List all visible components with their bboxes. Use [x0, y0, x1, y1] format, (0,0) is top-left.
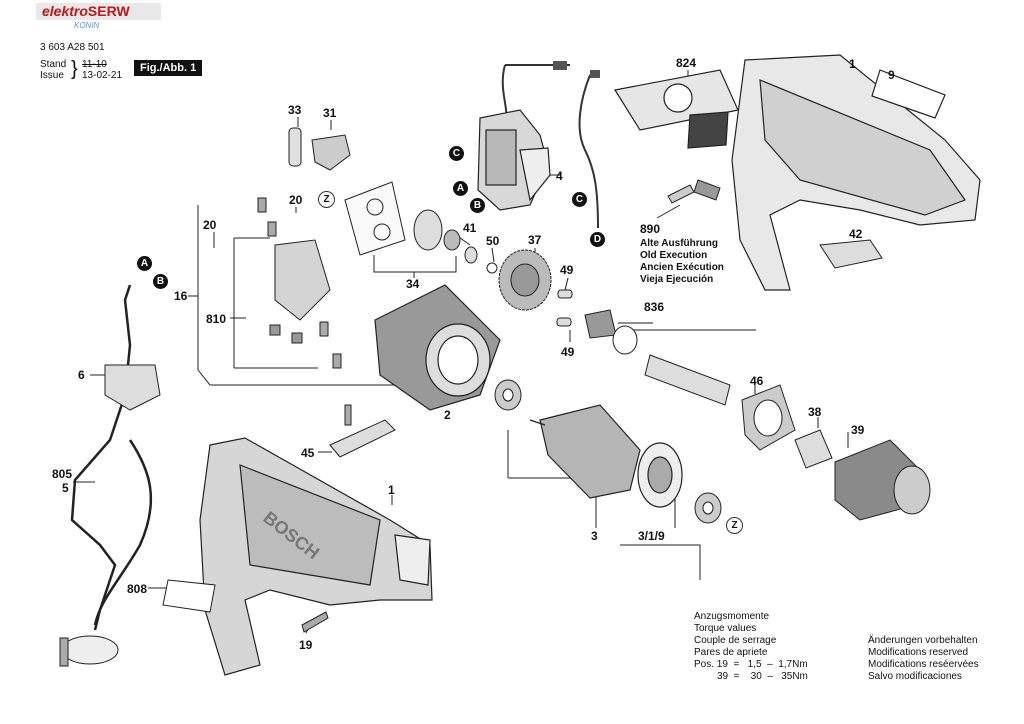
marker-z-upper: Z [318, 191, 335, 208]
callout-37: 37 [528, 233, 542, 247]
callout-824: 824 [676, 56, 697, 70]
callout-9: 9 [888, 68, 895, 82]
stand-label: Stand [40, 59, 67, 70]
marker-b-cable: B [153, 274, 168, 289]
marker-c-upper: C [449, 146, 464, 161]
watermark-brand-part2: SERW [87, 3, 130, 19]
callout-805: 805 [52, 467, 73, 481]
torque-title-fr: Couple de serrage [694, 635, 777, 646]
callout-890: 890 [640, 222, 661, 236]
callout-50: 50 [486, 234, 500, 248]
watermark-logo: elektroSERW [36, 3, 161, 20]
note-old-execution-en: Old Execution [640, 250, 708, 261]
issue-label: Issue [40, 70, 64, 81]
callout-6: 6 [78, 368, 85, 382]
marker-c-lower: C [572, 192, 587, 207]
marker-z-lower: Z [726, 517, 743, 534]
modifications-en: Modifications reserved [868, 647, 969, 658]
figure-label: Fig./Abb. 1 [134, 60, 203, 76]
callout-2: 2 [444, 408, 451, 422]
marker-a-cable: A [137, 256, 152, 271]
callout-34: 34 [406, 277, 420, 291]
callout-33: 33 [288, 103, 302, 117]
watermark-brand-part1: elektro [42, 3, 88, 19]
torque-title-en: Torque values [694, 623, 757, 634]
modifications-fr: Modifications reséervées [868, 659, 979, 670]
callout-808: 808 [127, 582, 148, 596]
callout-1-top: 1 [849, 57, 856, 71]
torque-row-39: 39 = 30 – 35Nm [717, 671, 808, 682]
callout-31: 31 [323, 106, 337, 120]
callout-5: 5 [62, 481, 69, 495]
callout-38: 38 [808, 405, 822, 419]
callout-1-bottom: 1 [388, 483, 395, 497]
stand-old-date: 11-10 [82, 59, 107, 70]
callout-4: 4 [556, 169, 563, 183]
callout-19: 19 [299, 638, 313, 652]
marker-b-switch: B [470, 198, 485, 213]
callout-49-lower: 49 [561, 345, 575, 359]
callout-20-upper: 20 [289, 193, 303, 207]
callout-810: 810 [206, 312, 227, 326]
marker-d: D [590, 232, 605, 247]
callout-45: 45 [301, 446, 315, 460]
marker-a-switch: A [453, 181, 468, 196]
note-old-execution-de: Alte Ausführung [640, 238, 718, 249]
brace: } [71, 58, 78, 80]
callout-16: 16 [174, 289, 188, 303]
callout-20-left: 20 [203, 218, 217, 232]
part-number: 3 603 A28 501 [40, 42, 105, 53]
watermark-city: KONIN [74, 21, 100, 30]
callout-41: 41 [463, 221, 477, 235]
modifications-es: Salvo modificaciones [868, 671, 962, 682]
callout-46: 46 [750, 374, 764, 388]
torque-row-19: Pos. 19 = 1,5 – 1,7Nm [694, 659, 808, 670]
note-old-execution-fr: Ancien Exécution [640, 262, 724, 273]
callout-49-upper: 49 [560, 263, 574, 277]
note-old-execution-es: Vieja Ejecución [640, 274, 714, 285]
torque-title-es: Pares de apriete [694, 647, 768, 658]
modifications-de: Änderungen vorbehalten [868, 635, 978, 646]
callout-3-1-9: 3/1/9 [638, 529, 665, 543]
callout-3: 3 [591, 529, 598, 543]
callout-39: 39 [851, 423, 865, 437]
torque-title-de: Anzugsmomente [694, 611, 770, 622]
callout-836: 836 [644, 300, 665, 314]
callout-42: 42 [849, 227, 863, 241]
issue-date: 13-02-21 [82, 70, 123, 81]
